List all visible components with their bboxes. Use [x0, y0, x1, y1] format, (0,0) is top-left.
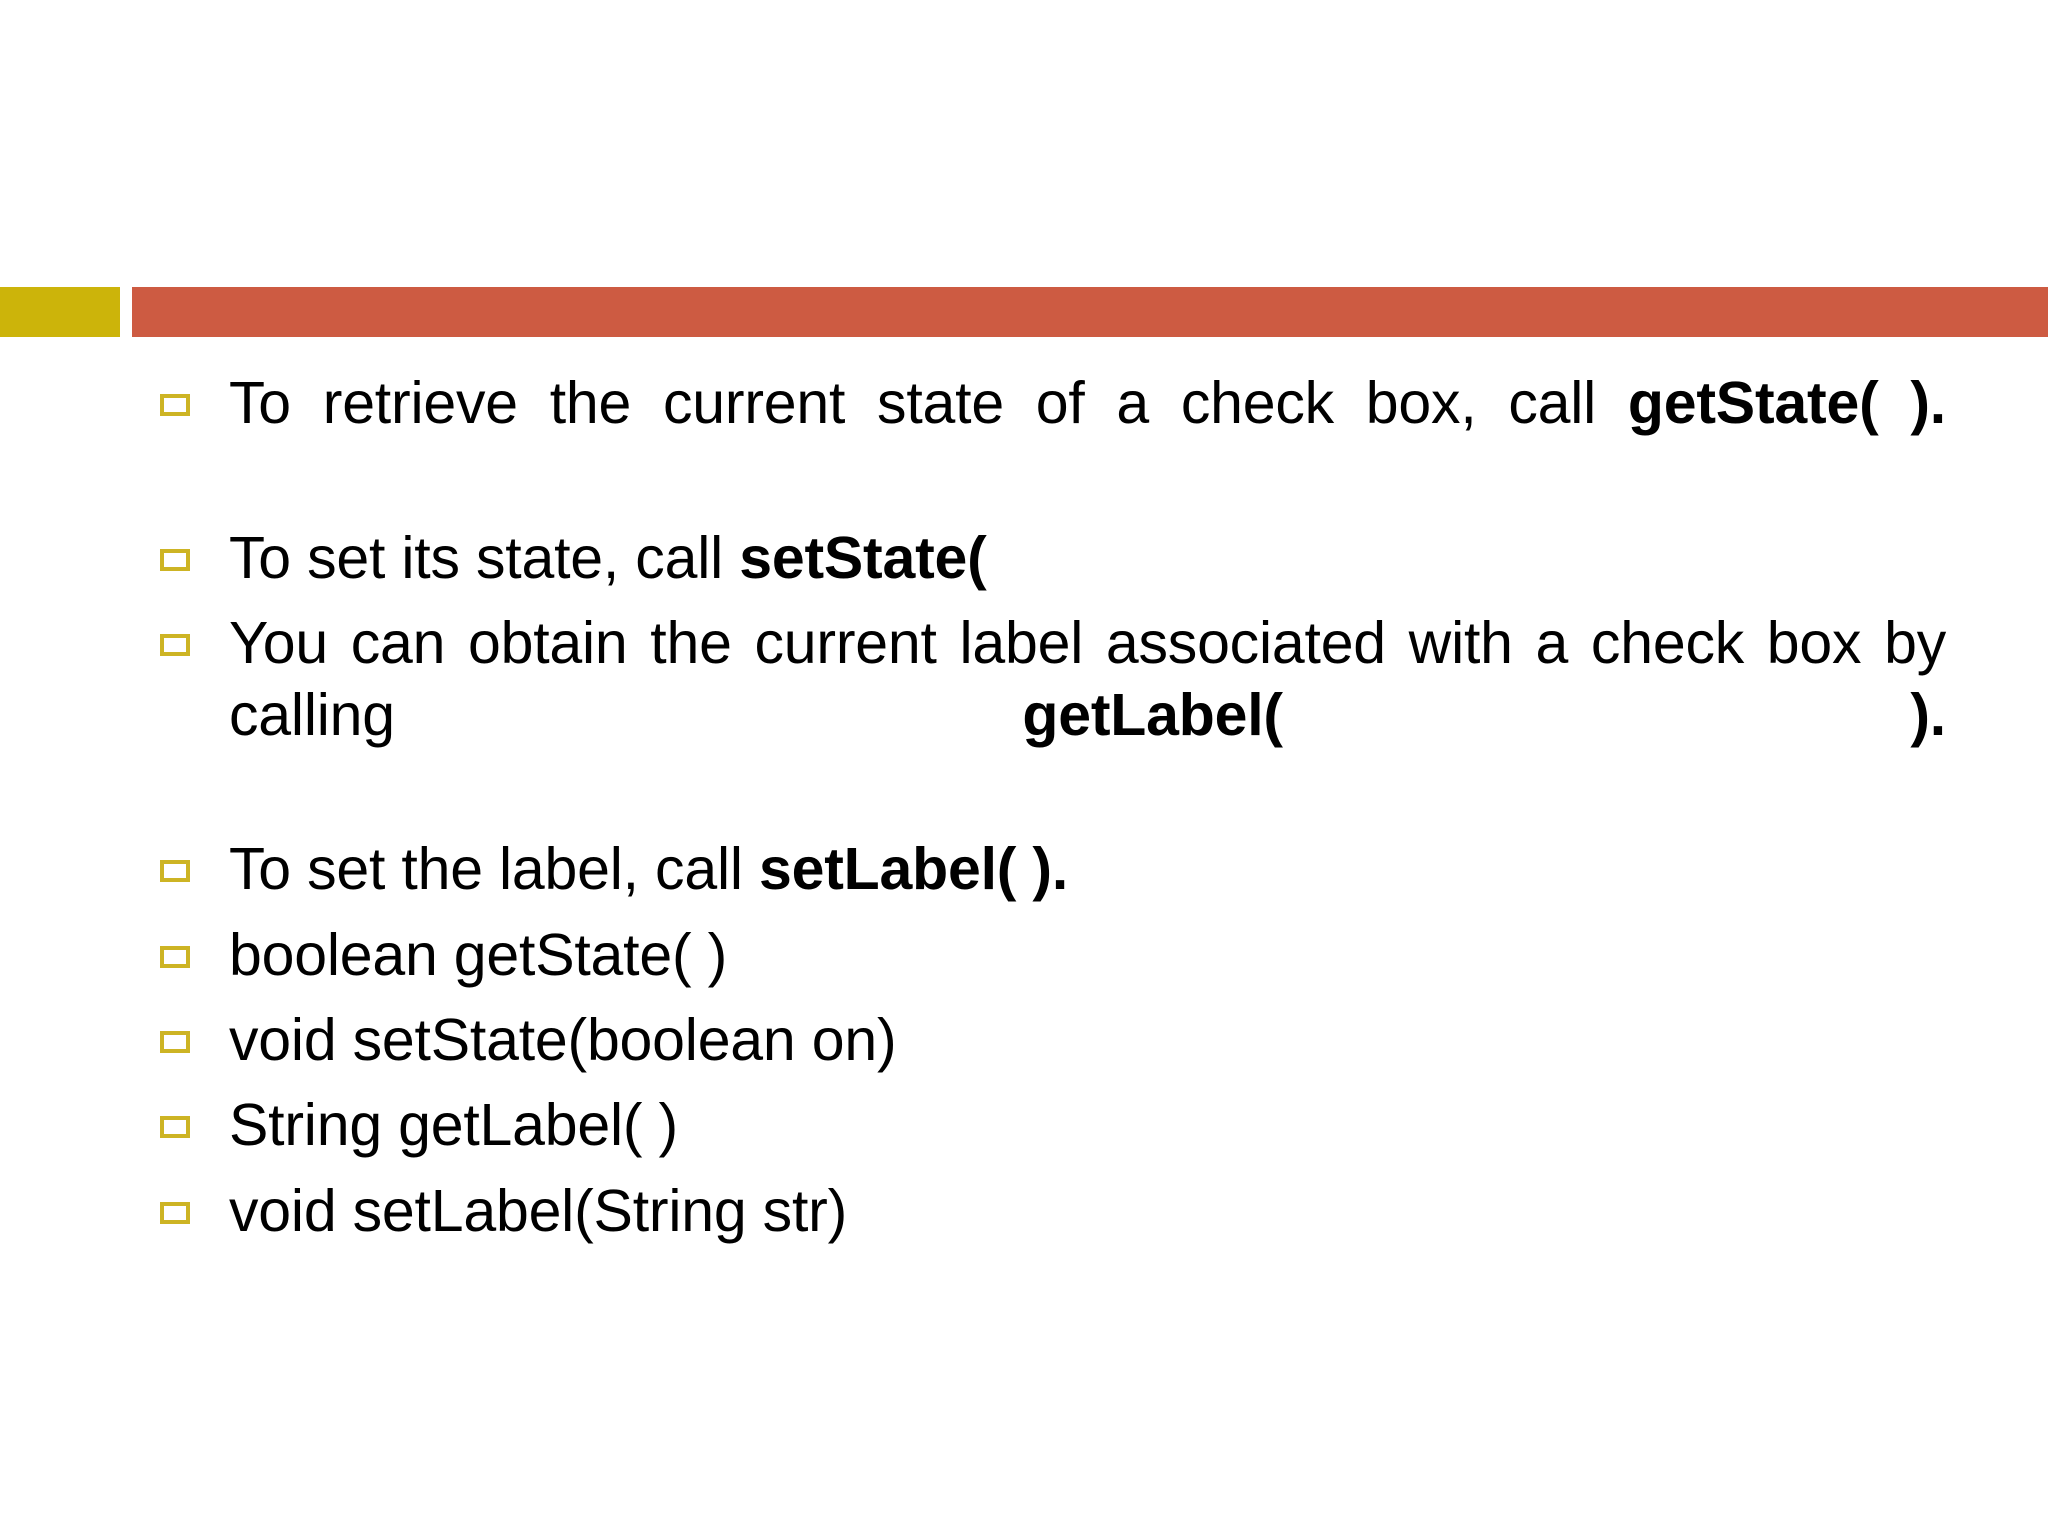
list-item-text: To set its state, call setState(: [229, 523, 1946, 594]
list-item-text: String getLabel( ): [229, 1090, 1946, 1161]
square-bullet-icon: [160, 548, 190, 571]
square-bullet-icon: [160, 394, 190, 416]
emphasis-text: setState(: [739, 524, 987, 591]
plain-text: void setState(boolean on): [229, 1007, 897, 1073]
list-item: void setState(boolean on): [160, 1005, 1946, 1076]
square-bullet-icon: [160, 1201, 190, 1224]
square-bullet-icon: [160, 945, 190, 968]
list-item: You can obtain the current label associa…: [160, 608, 1946, 822]
list-item: String getLabel( ): [160, 1090, 1946, 1161]
plain-text: To set its state, call: [229, 524, 740, 591]
square-bullet-icon: [160, 1116, 190, 1139]
square-bullet-icon: [160, 634, 190, 657]
plain-text: boolean getState( ): [229, 921, 728, 988]
list-item-text: void setState(boolean on): [229, 1005, 1946, 1076]
bullet-list: To retrieve the current state of a check…: [160, 368, 1946, 1261]
plain-text: void setLabel(String str): [229, 1177, 848, 1244]
list-item-text: boolean getState( ): [229, 920, 1946, 991]
list-item: boolean getState( ): [160, 920, 1946, 991]
header-accent-band: [0, 287, 2048, 337]
square-bullet-icon: [160, 860, 190, 883]
emphasis-text: getLabel( ).: [1022, 681, 1946, 748]
plain-text: To retrieve the current state of a check…: [229, 370, 1628, 436]
list-item: To retrieve the current state of a check…: [160, 368, 1946, 511]
list-item: To set its state, call setState(: [160, 523, 1946, 594]
list-item-text: To retrieve the current state of a check…: [229, 368, 1946, 511]
plain-text: To set the label, call: [229, 836, 759, 903]
list-item: void setLabel(String str): [160, 1176, 1946, 1247]
list-item: To set the label, call setLabel( ).: [160, 834, 1946, 905]
plain-text: You can obtain the current label associa…: [229, 610, 1946, 748]
list-item-text: You can obtain the current label associa…: [229, 608, 1946, 822]
header-accent-gold-block: [0, 287, 120, 337]
header-accent-orange-bar: [132, 287, 2048, 337]
emphasis-text: setLabel( ).: [758, 836, 1069, 903]
emphasis-text: getState( ).: [1627, 370, 1946, 436]
plain-text: String getLabel( ): [229, 1092, 678, 1159]
square-bullet-icon: [160, 1031, 190, 1053]
list-item-text: void setLabel(String str): [229, 1176, 1946, 1247]
list-item-text: To set the label, call setLabel( ).: [229, 834, 1946, 905]
